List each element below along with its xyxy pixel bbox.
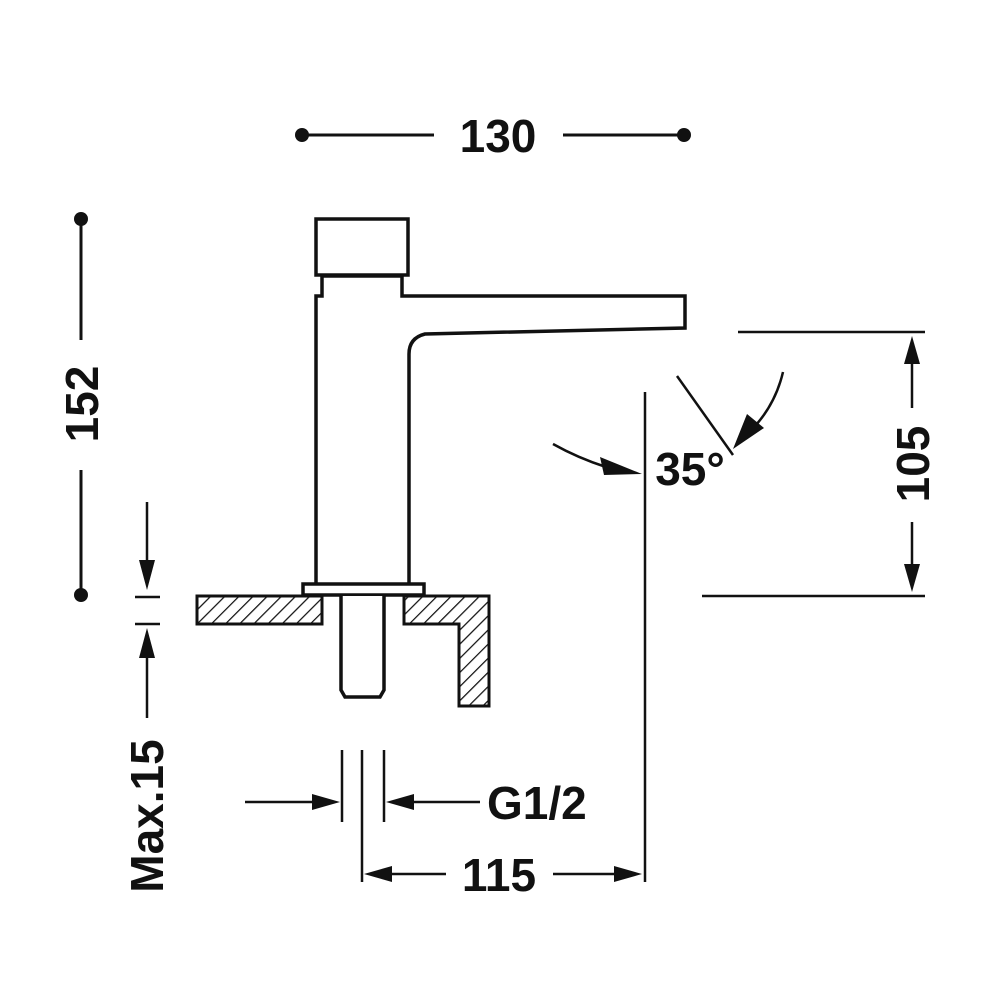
- deck-right-section: [402, 594, 491, 708]
- thread-label: G1/2: [487, 777, 587, 829]
- push-button-cap: [314, 217, 410, 277]
- width-right-endpoint: [677, 128, 691, 142]
- overall-height-dimension: 152: [56, 212, 108, 602]
- spout-angle-label: 35°: [655, 443, 725, 495]
- spout-reach-dimension: 115: [364, 392, 647, 901]
- deck-left-section: [195, 594, 324, 626]
- spout-angle-dimension: 35°: [552, 371, 785, 495]
- overall-width-dimension: 130: [295, 110, 691, 162]
- faucet-spout-body: [314, 274, 687, 587]
- thread-dimension: G1/2: [245, 750, 587, 882]
- base-flange: [301, 582, 426, 597]
- spout-height-dimension: 105: [702, 330, 939, 598]
- deck-thickness-dimension: Max.15: [121, 502, 173, 893]
- overall-width-label: 130: [460, 110, 537, 162]
- max-thickness-label: Max.15: [121, 739, 173, 892]
- overall-height-label: 152: [56, 366, 108, 443]
- deck-section: [195, 594, 491, 708]
- threaded-shank: [339, 596, 386, 699]
- spout-reach-label: 115: [462, 849, 536, 901]
- spout-height-label: 105: [887, 426, 939, 503]
- height-bottom-endpoint: [74, 588, 88, 602]
- faucet-body: [301, 217, 687, 597]
